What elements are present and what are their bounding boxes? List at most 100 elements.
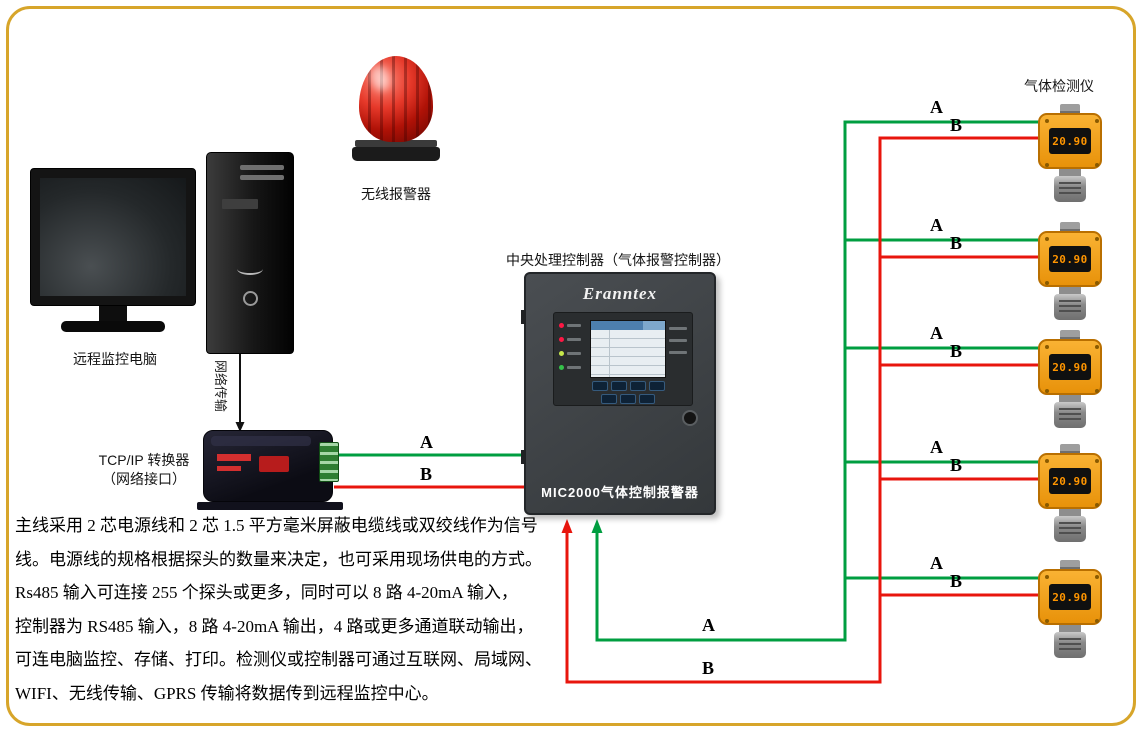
converter-red-label [217,466,241,471]
controller-panel [553,312,693,406]
converter-red-label [259,456,289,472]
tower-decoration [237,263,263,275]
gas-detector-5: 20.90 [1036,560,1104,658]
wire-label-b: B [950,455,963,475]
display-row [591,348,665,357]
tower-power-button [243,291,258,306]
computer-tower [206,152,294,354]
gas-detector-2: 20.90 [1036,222,1104,320]
monitor-screen [40,178,186,296]
display-row [591,366,665,375]
wire-b-arrow [561,519,573,533]
gas-alarm-controller: Eranntex [521,272,716,515]
alarm-flange [355,140,437,147]
gas-detector-1: 20.90 [1036,104,1104,202]
detector-neck [1059,287,1081,294]
detector-body: 20.90 [1038,113,1102,169]
status-led [559,337,589,342]
tower-label-plate [222,199,258,209]
controller-title: 中央处理控制器（气体报警控制器） [506,252,730,268]
tcpip-label-line1: TCP/IP 转换器 [98,452,190,468]
detector-display: 20.90 [1049,468,1091,494]
detector-display: 20.90 [1049,584,1091,610]
detector-body: 20.90 [1038,339,1102,395]
detector-sensor [1054,294,1086,320]
tower-drive-slot [240,175,284,180]
description-line: 控制器为 RS485 输入，8 路 4-20mA 输出，4 路或更多通道联动输出… [15,616,534,636]
detector-neck [1059,509,1081,516]
detector-cap [1060,330,1080,339]
detector-display: 20.90 [1049,128,1091,154]
detector-body: 20.90 [1038,569,1102,625]
alarm-dome [359,56,433,142]
keypad-button [610,381,627,391]
monitor-frame [30,168,196,306]
wire-label-b: B [950,115,963,135]
controller-keypad [590,381,666,404]
wire-label-a: A [930,97,943,117]
wire-a-green [334,120,1040,642]
wire-label-a: A [420,432,433,452]
monitor-stand-base [61,321,165,332]
converter-top-panel [211,436,311,446]
tcpip-converter [197,430,343,510]
wire-label-b: B [702,658,715,678]
tower-drive-slot [240,165,284,170]
wire-b-red [334,136,1040,684]
network-cable [235,352,245,432]
wire-label-b: B [950,341,963,361]
detector-body: 20.90 [1038,231,1102,287]
controller-display [590,320,666,378]
controller-model: MIC2000气体控制报警器 [541,485,699,500]
description-block: 主线采用 2 芯电源线和 2 芯 1.5 平方毫米屏蔽电缆线或双绞线作为信号 线… [15,509,735,710]
wire-label-a: A [930,437,943,457]
alarm-highlight [367,62,393,94]
keypad-button [639,394,655,404]
detector-body: 20.90 [1038,453,1102,509]
remote-pc-label: 远程监控电脑 [73,351,157,367]
gas-detector-4: 20.90 [1036,444,1104,542]
tcpip-label-line2: （网络接口） [102,471,186,487]
controller-led-column [559,323,589,379]
detector-sensor [1054,632,1086,658]
controller-hinge [521,310,526,324]
keypad-button [601,394,617,404]
monitor-stand-neck [99,306,127,321]
detector-cap [1060,104,1080,113]
keypad-button [629,381,646,391]
network-transfer-label: 网络传输 [213,359,228,412]
detector-display: 20.90 [1049,354,1091,380]
description-line: 可连电脑监控、存储、打印。检测仪或控制器可通过互联网、局域网、 [15,650,542,669]
monitor [30,168,196,332]
description-line: 主线采用 2 芯电源线和 2 芯 1.5 平方毫米屏蔽电缆线或双绞线作为信号 [15,516,538,535]
detector-cap [1060,444,1080,453]
detector-sensor [1054,402,1086,428]
wire-label-a: A [930,553,943,573]
wire-a-arrow [591,519,603,533]
display-header [591,321,665,330]
alarm-base [352,147,440,161]
detector-sensor [1054,176,1086,202]
keypad-button [620,394,636,404]
status-led [559,351,589,356]
display-column-divider [609,330,610,377]
display-row [591,357,665,366]
status-led [559,323,589,328]
description-line: 线。电源线的规格根据探头的数量来决定，也可采用现场供电的方式。 [15,549,542,569]
gold-frame [6,6,1136,726]
network-cable-arrow [235,422,245,432]
keypad-button [591,381,608,391]
wire-label-b: B [420,464,433,484]
converter-mounting-plate [197,502,343,510]
converter-terminal-block [319,442,339,482]
controller-hinge [521,450,526,464]
description-line: WIFI、无线传输、GPRS 传输将数据传到远程监控中心。 [15,683,439,703]
wireless-alarm [352,56,440,161]
detector-display: 20.90 [1049,246,1091,272]
description-line: Rs485 输入可连接 255 个探头或更多，同时可以 8 路 4-20mA 输… [15,583,518,602]
wire-label-a: A [702,615,715,635]
detector-cap [1060,560,1080,569]
keypad-button [648,381,665,391]
